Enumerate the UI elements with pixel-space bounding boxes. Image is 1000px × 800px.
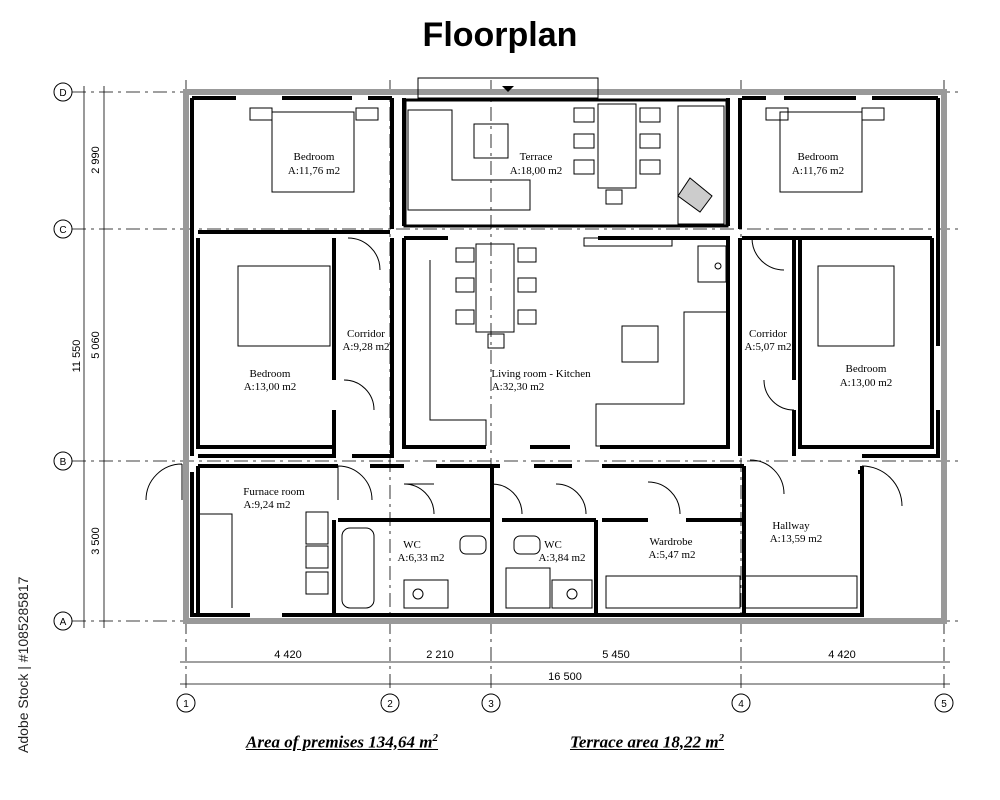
terrace-step (417, 77, 599, 99)
room-name: Terrace (520, 151, 553, 163)
room-area: A:13,00 m2 (840, 377, 893, 389)
room-name: Wardrobe (649, 536, 692, 548)
room-name: Bedroom (798, 151, 839, 163)
room-name: WC (403, 539, 421, 551)
room-name: Living room - Kitchen (491, 368, 591, 380)
axis-label-col: 5 (941, 699, 947, 710)
bed-top-left (271, 111, 355, 193)
room-area: A:13,00 m2 (244, 381, 297, 393)
superscript: 2 (432, 732, 439, 744)
dimension-label: 5 450 (602, 649, 630, 661)
axis-bubbles (53, 82, 954, 713)
dimension-label: 4 420 (274, 649, 302, 661)
room-name: Bedroom (294, 151, 335, 163)
terrace-area-summary: Terrace area 18,22 m2 (570, 732, 724, 753)
room-area: A:5,07 m2 (744, 341, 791, 353)
entry-arrow-icon (502, 86, 514, 92)
room-area: A:18,00 m2 (510, 165, 563, 177)
stock-credit: Adobe Stock | #1085285817 (15, 576, 31, 753)
room-area: A:9,28 m2 (342, 341, 389, 353)
axis-label-col: 4 (738, 699, 744, 710)
terrace-area-text: Terrace area 18,22 m (570, 732, 719, 752)
axis-label-col: 2 (387, 699, 393, 710)
doors (145, 237, 903, 515)
bed-top-right (779, 111, 863, 193)
room-name: Furnace room (243, 486, 305, 498)
plan-title: Floorplan (422, 16, 578, 54)
superscript: 2 (718, 732, 725, 744)
dimension-label: 5 060 (90, 331, 102, 359)
dimension-label: 2 990 (90, 146, 102, 174)
axis-label-row: A (60, 617, 67, 628)
bed-left (237, 265, 331, 347)
dimension-label: 3 500 (90, 527, 102, 555)
room-area: A:3,84 m2 (538, 552, 585, 564)
dimension-label: 4 420 (828, 649, 856, 661)
room-area: A:6,33 m2 (397, 552, 444, 564)
room-labels: Bedroom A:11,76 m2 Terrace A:18,00 m2 Be… (243, 151, 892, 564)
axis-label-col: 3 (488, 699, 494, 710)
dimension-label: 2 210 (426, 649, 454, 661)
dimension-total: 16 500 (548, 671, 582, 683)
room-name: Bedroom (846, 363, 887, 375)
axis-label-row: C (59, 225, 66, 236)
dimension-total: 11 550 (71, 340, 83, 373)
room-name: Corridor (347, 328, 385, 340)
terrace-outline (403, 98, 729, 228)
room-area: A:11,76 m2 (792, 165, 844, 177)
bed-right (817, 265, 895, 347)
dimension-lines (83, 86, 950, 685)
furniture (198, 103, 895, 609)
axis-label-row: B (60, 457, 67, 468)
walls (183, 89, 947, 624)
room-name: WC (544, 539, 562, 551)
room-name: Corridor (749, 328, 787, 340)
room-name: Hallway (772, 520, 810, 532)
room-area: A:5,47 m2 (648, 549, 695, 561)
room-area: A:11,76 m2 (288, 165, 340, 177)
room-name: Bedroom (250, 368, 291, 380)
premises-area-summary: Area of premises 134,64 m2 (246, 732, 438, 753)
room-area: A:9,24 m2 (243, 499, 290, 511)
axis-label-col: 1 (183, 699, 189, 710)
room-area: A:32,30 m2 (492, 381, 545, 393)
premises-area-text: Area of premises 134,64 m (246, 732, 433, 752)
axis-label-row: D (59, 88, 66, 99)
room-area: A:13,59 m2 (770, 533, 823, 545)
